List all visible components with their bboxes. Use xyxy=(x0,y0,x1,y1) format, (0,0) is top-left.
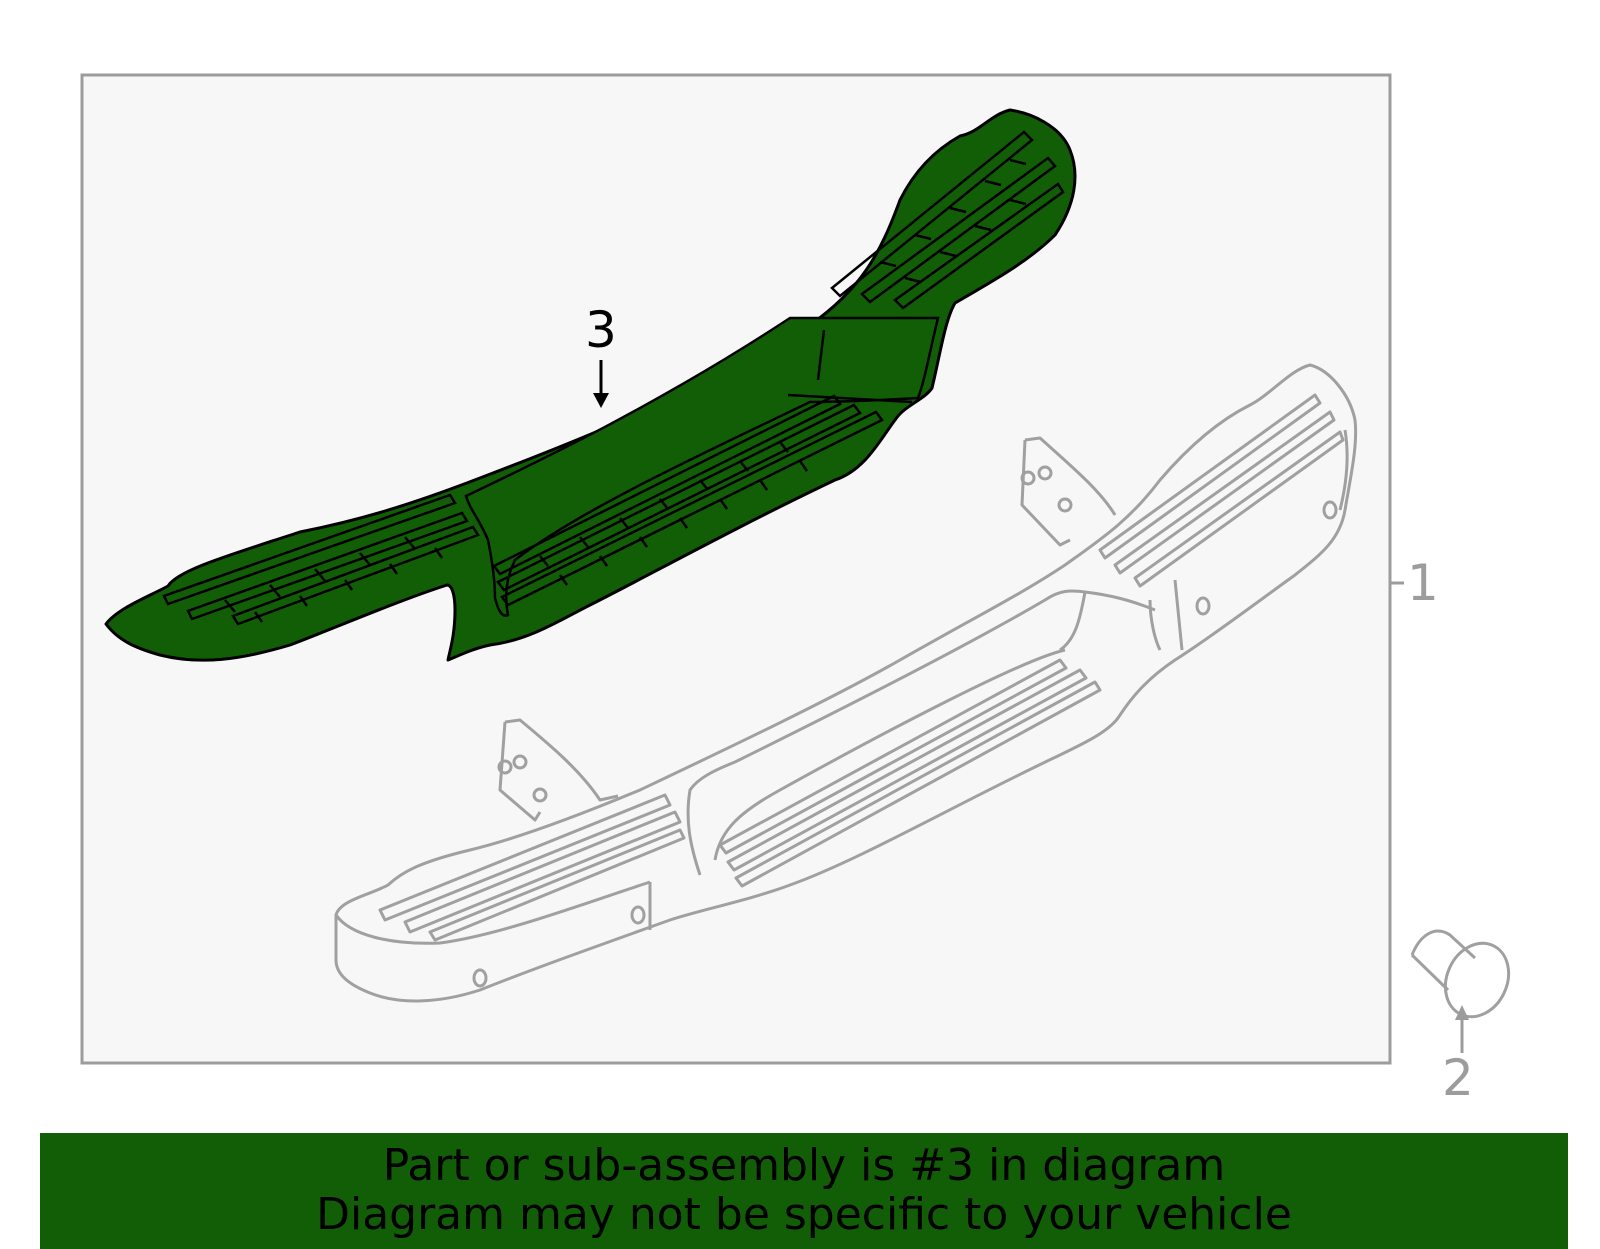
banner-line-1: Part or sub-assembly is #3 in diagram xyxy=(382,1140,1226,1191)
info-banner: Part or sub-assembly is #3 in diagram Di… xyxy=(40,1133,1568,1249)
step-pad-part-3[interactable] xyxy=(104,108,1077,662)
plug-part-2[interactable] xyxy=(1410,929,1520,1027)
callout-1: 1 xyxy=(1407,554,1439,612)
callout-3: 3 xyxy=(585,301,617,359)
banner-line-2: Diagram may not be specific to your vehi… xyxy=(316,1189,1292,1240)
callout-2: 2 xyxy=(1442,1049,1474,1107)
leader-lines xyxy=(593,360,1469,1053)
bumper-part-1[interactable] xyxy=(334,363,1358,1003)
